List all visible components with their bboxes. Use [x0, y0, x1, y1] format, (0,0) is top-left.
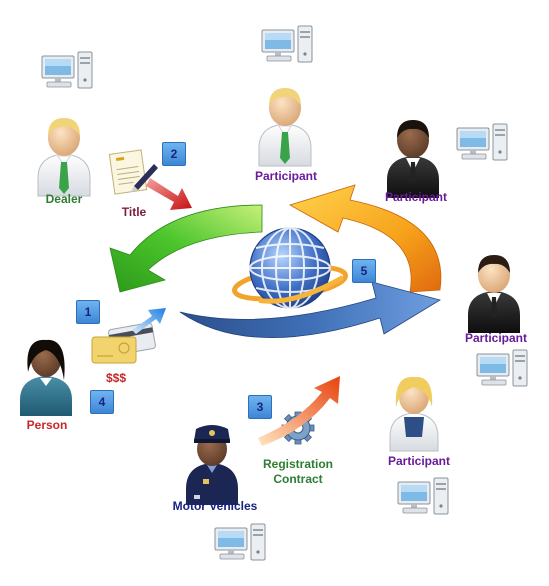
person-icon [20, 339, 72, 416]
document-pen-icon [108, 149, 158, 195]
police-officer-icon [186, 425, 238, 505]
motor-vehicles-label: Motor Vehicles [172, 499, 258, 513]
globe-icon [232, 227, 348, 309]
cycle-arrows [109, 184, 442, 338]
credit-card-icon [91, 322, 156, 364]
computer-icon [41, 51, 93, 89]
title-label: Title [121, 205, 147, 219]
registration-label: Registration [262, 457, 333, 471]
money-label: $$$ [105, 371, 127, 385]
contract-label: Contract [273, 472, 323, 486]
step-badge-2: 2 [162, 142, 186, 166]
person-icon [258, 87, 312, 167]
computer-icon [476, 349, 528, 387]
step-badge-1: 1 [76, 300, 100, 324]
orange-arrow [288, 184, 442, 293]
participant-label-top: Participant [254, 169, 317, 183]
computer-icon [456, 123, 508, 161]
person-icon [389, 376, 439, 452]
dealer-label: Dealer [45, 192, 83, 206]
computer-icon [261, 25, 313, 63]
participant-label-bottom-right: Participant [387, 454, 450, 468]
computer-icon [397, 477, 449, 515]
orange-small-arrow [258, 376, 340, 446]
red-arrow [146, 178, 192, 210]
participant-label-right: Participant [464, 331, 527, 345]
blue-small-arrow [132, 308, 166, 334]
step-badge-3: 3 [248, 395, 272, 419]
participant-label-top-right: Participant [384, 190, 447, 204]
step-badge-5: 5 [352, 259, 376, 283]
person-label: Person [26, 418, 68, 432]
person-icon [468, 255, 520, 333]
step-badge-4: 4 [90, 390, 114, 414]
computer-icon [214, 523, 266, 561]
green-arrow [109, 204, 263, 293]
blue-arrow [179, 281, 442, 338]
person-icon [387, 120, 439, 198]
person-icon [37, 117, 91, 197]
